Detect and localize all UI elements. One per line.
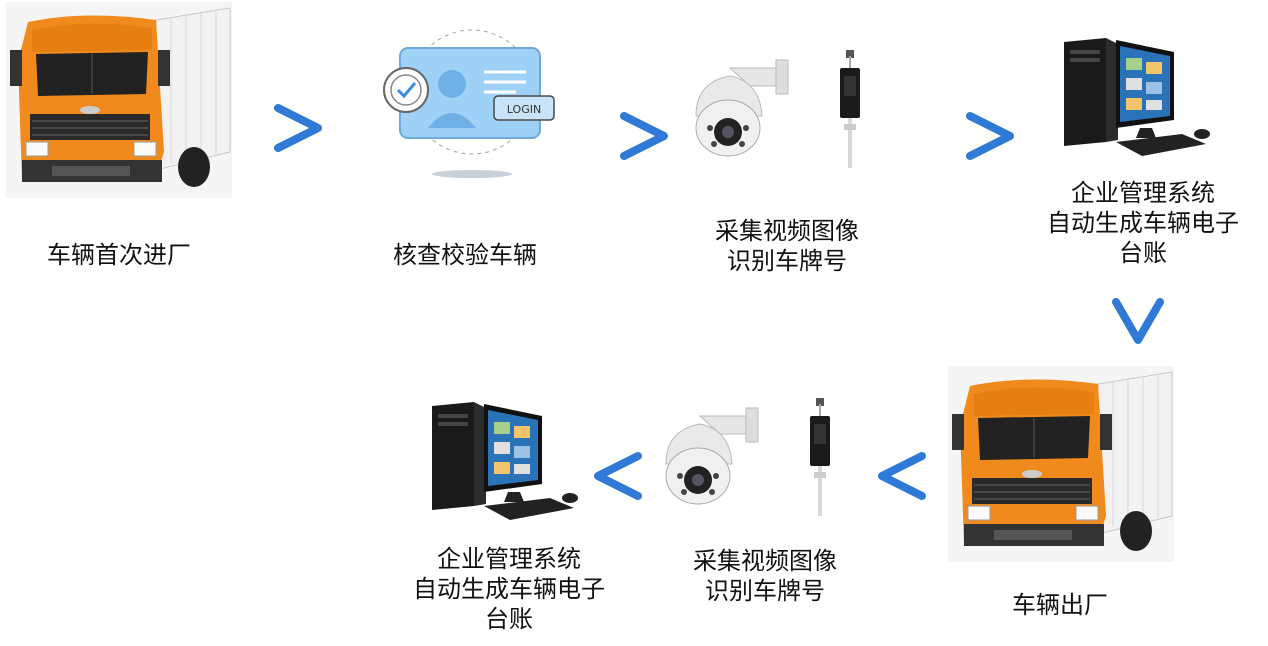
step-capture2-label: 采集视频图像 识别车牌号 [658, 546, 872, 606]
step-entry-label: 车辆首次进厂 [12, 240, 226, 270]
step-capture1-line-2: 识别车牌号 [727, 247, 847, 275]
step-ledger1-line-3: 台账 [1119, 239, 1167, 267]
step-ledger2-line-1: 企业管理系统 [437, 545, 581, 573]
arrow-right-3 [966, 110, 1018, 162]
step-exit-label: 车辆出厂 [960, 590, 1160, 620]
step-entry-line-1: 车辆首次进厂 [47, 241, 191, 269]
arrow-right-2 [620, 110, 672, 162]
step-capture2-line-2: 识别车牌号 [705, 577, 825, 605]
truck-exit-image [948, 366, 1174, 562]
login-badge-text: LOGIN [506, 103, 542, 116]
camera-plate-image-2 [660, 394, 846, 518]
step-verify-label: 核查校验车辆 [360, 240, 570, 270]
login-verify-image [376, 28, 566, 180]
step-ledger1-label: 企业管理系统 自动生成车辆电子 台账 [1030, 178, 1256, 268]
step-ledger2-line-2: 自动生成车辆电子 [413, 575, 605, 603]
computer-ledger-image-2 [424, 398, 584, 526]
step-capture1-label: 采集视频图像 识别车牌号 [680, 216, 894, 276]
arrow-down [1112, 296, 1164, 348]
step-ledger1-line-2: 自动生成车辆电子 [1047, 209, 1239, 237]
step-ledger2-line-3: 台账 [485, 605, 533, 633]
truck-entry-image [6, 2, 232, 198]
computer-ledger-image-1 [1056, 34, 1216, 162]
arrow-left-2 [592, 450, 644, 502]
step-ledger2-label: 企业管理系统 自动生成车辆电子 台账 [396, 544, 622, 634]
arrow-left-1 [876, 450, 928, 502]
camera-plate-image-1 [690, 46, 876, 170]
step-ledger1-line-1: 企业管理系统 [1071, 179, 1215, 207]
step-verify-line-1: 核查校验车辆 [393, 241, 537, 269]
step-exit-line-1: 车辆出厂 [1012, 591, 1108, 619]
step-capture1-line-1: 采集视频图像 [715, 217, 859, 245]
step-capture2-line-1: 采集视频图像 [693, 547, 837, 575]
arrow-right-1 [274, 102, 326, 154]
